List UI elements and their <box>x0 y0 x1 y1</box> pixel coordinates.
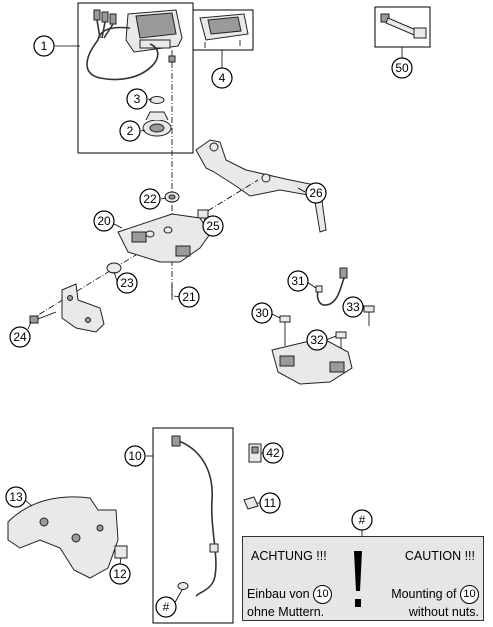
svg-text:10: 10 <box>128 449 142 463</box>
svg-text:22: 22 <box>143 192 157 206</box>
speedometer-kit-frame <box>77 2 194 154</box>
svg-text:24: 24 <box>13 330 27 344</box>
callout-31: 31 <box>287 270 309 292</box>
sensor-cable-31 <box>315 267 348 306</box>
notice-text-german: Einbau von 10 ohne Muttern. <box>247 585 333 620</box>
notice-title-english: CAUTION !!! <box>404 549 475 563</box>
callout-32: 32 <box>306 329 328 351</box>
svg-text:50: 50 <box>395 61 409 75</box>
callout-13: 13 <box>5 486 27 508</box>
speedometer-unit <box>86 9 183 81</box>
key-kit-frame <box>374 6 431 48</box>
notice-english-prefix: Mounting of <box>391 586 457 601</box>
callout-23: 23 <box>116 272 138 294</box>
sleeve-12 <box>114 545 128 559</box>
brake-caliper-support <box>7 496 119 579</box>
bolt-30 <box>279 315 291 346</box>
callout-22: 22 <box>139 188 161 210</box>
callout-25: 25 <box>202 215 224 237</box>
svg-text:20: 20 <box>97 214 111 228</box>
notice-german-ref: 10 <box>313 585 333 604</box>
spacer-25 <box>197 209 209 219</box>
bushing-23 <box>106 262 122 274</box>
svg-text:13: 13 <box>9 490 23 504</box>
callout-10: 10 <box>124 445 146 467</box>
cover-kit-frame <box>192 9 254 51</box>
svg-text:33: 33 <box>346 300 360 314</box>
svg-text:11: 11 <box>264 496 277 510</box>
callout-hash-bottom: # <box>155 596 177 618</box>
notice-german-prefix: Einbau von <box>247 586 310 601</box>
svg-text:30: 30 <box>255 306 269 320</box>
callout-50: 50 <box>391 57 413 79</box>
callout-26: 26 <box>305 182 327 204</box>
svg-text:23: 23 <box>120 276 134 290</box>
mounting-bracket <box>195 139 327 233</box>
notice-german-suffix: ohne Muttern. <box>247 605 325 619</box>
notice-title-german: ACHTUNG !!! <box>251 549 327 563</box>
callout-2: 2 <box>119 120 141 142</box>
callout-4: 4 <box>211 67 233 89</box>
callout-3: 3 <box>126 88 148 110</box>
bolt-33 <box>363 305 375 326</box>
screw-24 <box>29 311 57 324</box>
svg-text:2: 2 <box>127 124 134 138</box>
ignition-key <box>380 13 427 39</box>
svg-text:12: 12 <box>113 567 127 581</box>
callout-20: 20 <box>93 210 115 232</box>
cable-clip-42 <box>248 443 262 463</box>
svg-text:42: 42 <box>266 446 280 460</box>
speedometer-cover <box>199 13 249 48</box>
svg-text:3: 3 <box>134 92 141 106</box>
caution-notice: ACHTUNG !!! CAUTION !!! Einbau von 10 oh… <box>242 536 484 621</box>
handlebar-clamp-20 <box>117 213 211 263</box>
svg-text:25: 25 <box>206 219 220 233</box>
svg-text:31: 31 <box>291 274 305 288</box>
callout-24: 24 <box>9 326 31 348</box>
cable-kit-frame <box>152 427 234 624</box>
svg-text:#: # <box>359 513 366 527</box>
nut-22 <box>164 191 180 203</box>
svg-text:#: # <box>163 600 170 614</box>
notice-text-english: Mounting of 10 without nuts. <box>391 585 479 620</box>
speed-sensor-cable-10 <box>171 435 219 597</box>
cable-clip-11 <box>243 496 259 510</box>
ring-seal <box>149 96 165 104</box>
exclamation-icon <box>354 551 362 607</box>
handlebar-clamp-right <box>271 337 353 385</box>
svg-text:32: 32 <box>310 333 324 347</box>
svg-text:21: 21 <box>182 290 196 304</box>
svg-text:26: 26 <box>309 186 323 200</box>
notice-english-ref: 10 <box>460 585 479 604</box>
svg-text:1: 1 <box>41 39 48 53</box>
callout-hash-top: # <box>351 509 373 531</box>
callout-42: 42 <box>262 442 284 464</box>
callout-33: 33 <box>342 296 364 318</box>
callout-11: 11 <box>259 492 281 514</box>
callout-12: 12 <box>109 563 131 585</box>
svg-text:4: 4 <box>219 71 226 85</box>
speedometer-mount-rubber <box>142 111 172 137</box>
callout-21: 21 <box>178 286 200 308</box>
holder-plate <box>61 283 105 333</box>
callout-30: 30 <box>251 302 273 324</box>
notice-english-suffix: without nuts. <box>408 605 479 619</box>
callout-1: 1 <box>33 35 55 57</box>
